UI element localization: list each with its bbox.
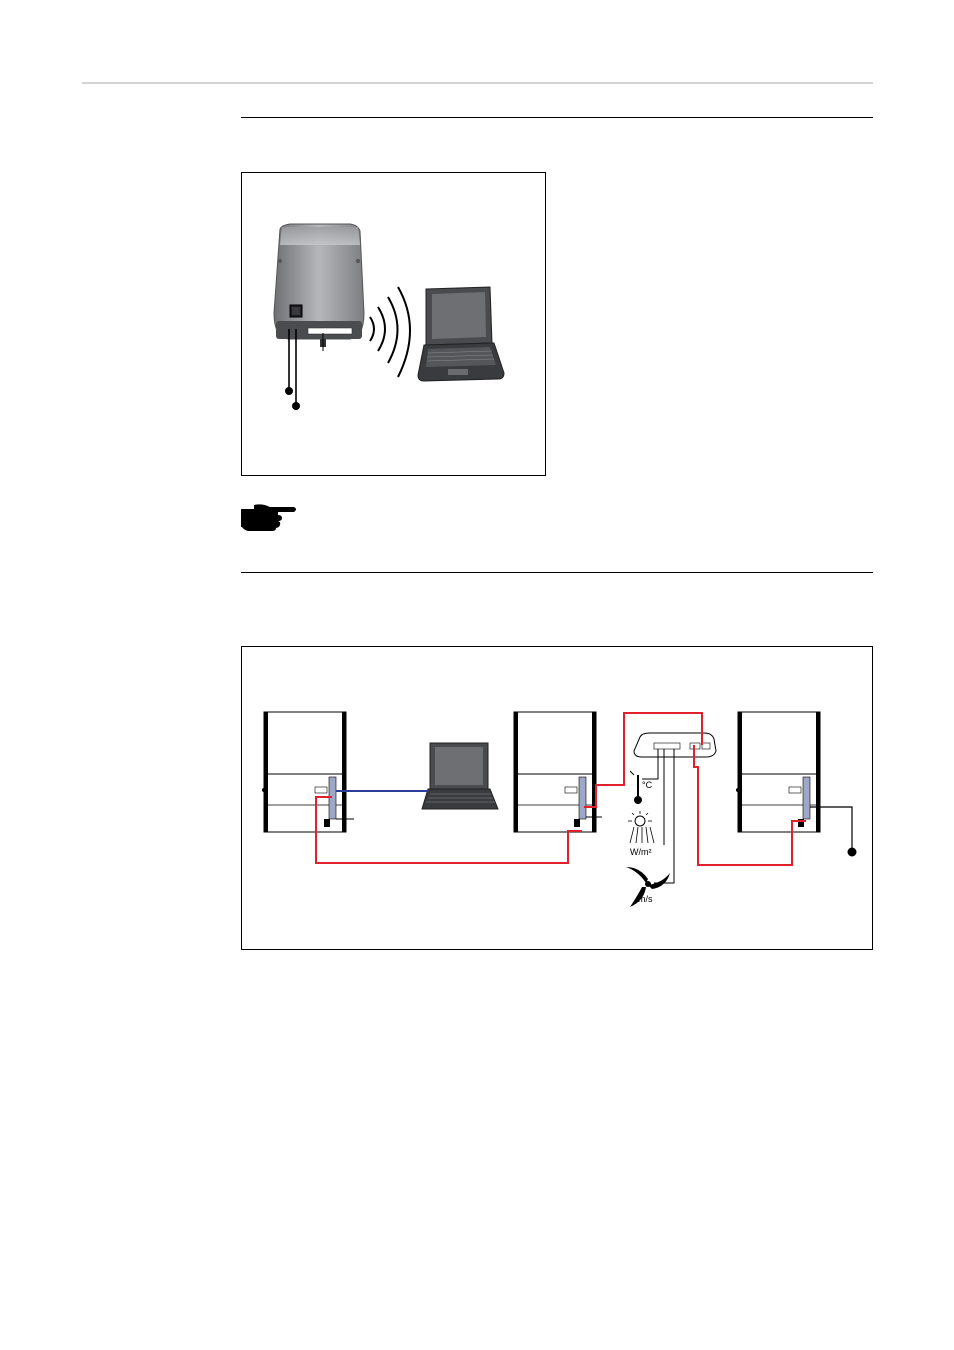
- inverter-a-icon: [262, 711, 354, 833]
- network-connection-figure: °C W/m² m/s: [241, 646, 873, 950]
- pointing-hand-icon: [241, 504, 296, 531]
- inverter-b-icon: [513, 711, 602, 833]
- data-cable-red: [315, 712, 806, 866]
- wireless-diagram: [273, 223, 505, 410]
- temperature-sensor-icon: °C: [629, 770, 653, 804]
- irradiance-unit-label: W/m²: [630, 847, 652, 857]
- temperature-unit-label: °C: [642, 780, 653, 790]
- wireless-signal-icon: [369, 286, 411, 378]
- sensor-box-icon: [633, 732, 717, 758]
- sensor-wires: [642, 749, 675, 884]
- wireless-connection-figure: [241, 172, 546, 476]
- irradiance-sensor-icon: W/m²: [628, 811, 655, 857]
- section-rule-middle: [241, 572, 873, 573]
- laptop-icon: [421, 742, 499, 810]
- inverter-icon: [273, 223, 365, 410]
- section-rule-top: [241, 117, 873, 118]
- header-rule: [82, 82, 873, 84]
- termination-cable: [810, 806, 857, 857]
- inverter-c-icon: [736, 711, 821, 833]
- laptop-icon: [417, 286, 505, 382]
- network-diagram: °C W/m² m/s: [262, 711, 857, 907]
- wind-speed-unit-label: m/s: [638, 894, 653, 904]
- wind-sensor-icon: m/s: [626, 867, 670, 907]
